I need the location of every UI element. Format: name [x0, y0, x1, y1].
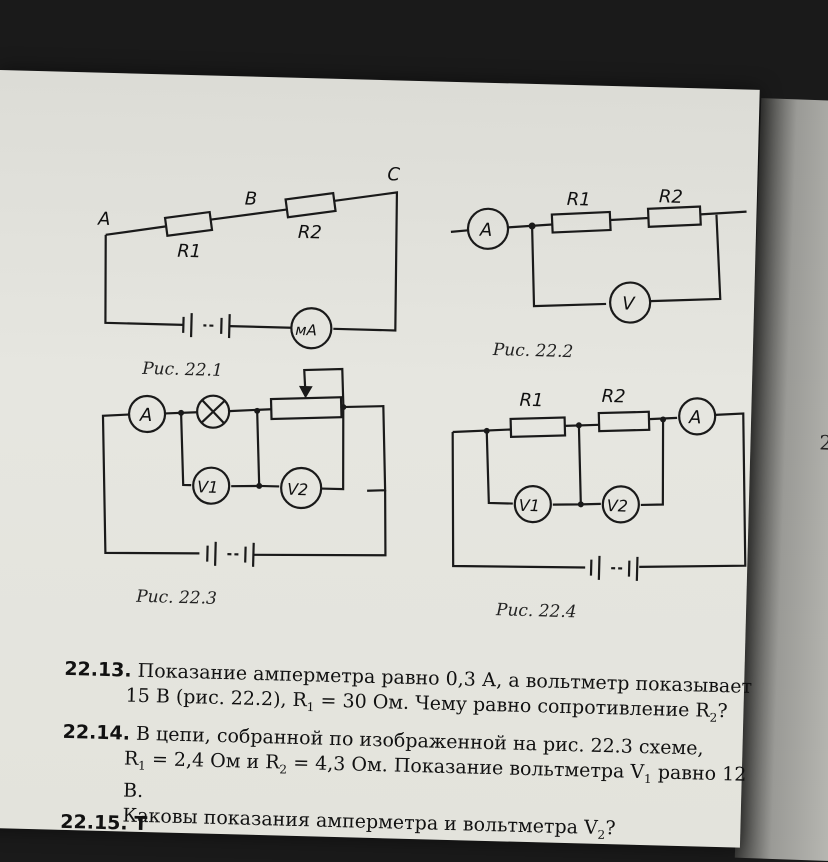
point-a-label: A	[97, 209, 111, 230]
ammeter-label-fig4: A	[688, 407, 702, 428]
problem-number: 22.14.	[62, 720, 131, 745]
r1-label: R1	[177, 241, 202, 263]
caption-22-3: Рис. 22.3	[135, 587, 217, 609]
ammeter-label-fig3: A	[139, 405, 153, 426]
r1-label-fig4: R1	[519, 390, 544, 412]
figure-22-1	[104, 191, 399, 350]
problem-text: = 2,4 Ом и R	[145, 748, 280, 774]
figure-22-2	[450, 205, 747, 324]
milliammeter-label: мА	[295, 321, 317, 340]
voltmeter-label-fig2: V	[622, 293, 637, 314]
v2-label-fig3: V2	[287, 480, 309, 500]
problem-text: 15 В (рис. 22.2), R	[125, 684, 308, 712]
r2-label-fig4: R2	[601, 386, 626, 408]
ammeter-label-fig2: A	[479, 220, 493, 241]
figure-22-3	[101, 367, 387, 567]
circuit-figures: A B C R1 R2 мА Рис. 22.1 A R1 R2 V Рис. …	[97, 164, 747, 622]
figure-22-4	[451, 397, 747, 581]
caption-22-2: Рис. 22.2	[492, 340, 574, 362]
v2-label-fig4: V2	[607, 496, 629, 516]
r2-label: R2	[298, 222, 323, 244]
caption-22-4: Рис. 22.4	[495, 600, 577, 622]
adjacent-page-number: 2	[818, 430, 828, 455]
point-b-label: B	[244, 188, 257, 209]
problem-number: 22.15. Т	[60, 810, 148, 836]
problem-number: 22.13.	[64, 657, 132, 682]
v1-label-fig4: V1	[519, 496, 541, 516]
r2-label-fig2: R2	[659, 186, 684, 208]
caption-22-1: Рис. 22.1	[141, 359, 223, 381]
r1-label-fig2: R1	[567, 189, 592, 211]
book-page: A B C R1 R2 мА Рис. 22.1 A R1 R2 V Рис. …	[0, 70, 760, 848]
v1-label-fig3: V1	[197, 477, 219, 497]
point-c-label: C	[387, 164, 401, 185]
problem-text: ?	[717, 700, 728, 723]
problem-text: R	[123, 747, 139, 770]
